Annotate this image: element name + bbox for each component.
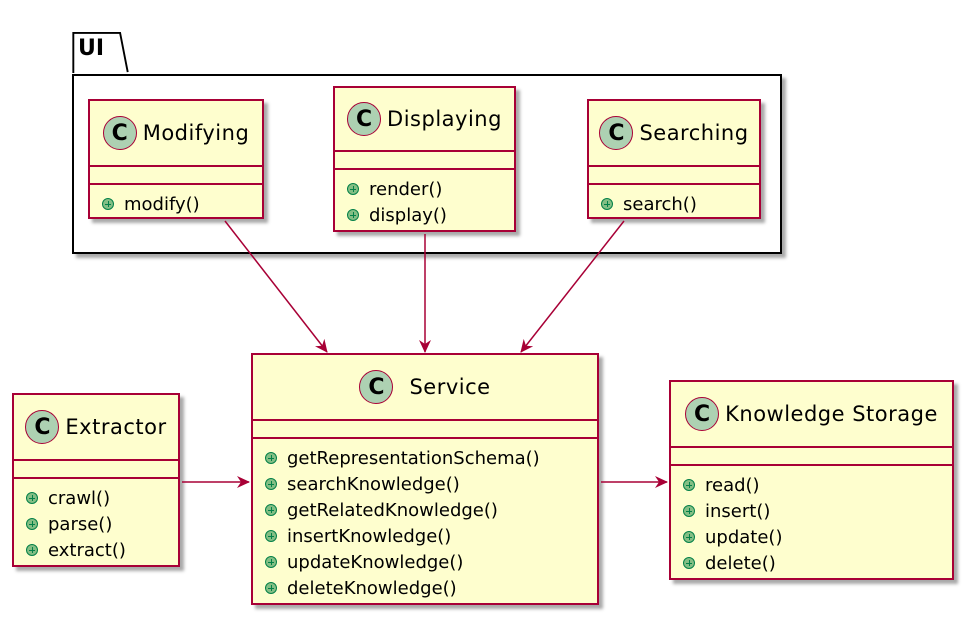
arrow-searching-to-service	[520, 220, 625, 353]
class-name: Searching	[639, 121, 749, 145]
method-item: insert()	[683, 498, 952, 524]
public-method-icon	[265, 530, 277, 542]
method-item: deleteKnowledge()	[265, 575, 597, 601]
class-header: C Modifying	[90, 101, 262, 165]
public-method-icon	[347, 183, 359, 195]
method-item: update()	[683, 524, 952, 550]
public-method-icon	[601, 198, 613, 210]
method-item: search()	[601, 191, 759, 217]
public-method-icon	[265, 452, 277, 464]
method-item: searchKnowledge()	[265, 471, 597, 497]
method-item: parse()	[26, 511, 178, 537]
method-item: getRelatedKnowledge()	[265, 497, 597, 523]
method-item: updateKnowledge()	[265, 549, 597, 575]
class-badge-icon: C	[347, 102, 382, 136]
class-badge-icon: C	[685, 397, 720, 431]
method-list: render() display()	[335, 168, 514, 232]
class-name: Knowledge Storage	[725, 402, 938, 426]
method-item: render()	[347, 176, 514, 202]
class-header: C Service	[253, 355, 597, 419]
class-badge-icon: C	[359, 370, 394, 404]
method-item: getRepresentationSchema()	[265, 445, 597, 471]
method-list: search()	[589, 183, 759, 221]
public-method-icon	[265, 478, 277, 490]
class-name: Extractor	[65, 415, 167, 439]
package-label: UI	[78, 36, 105, 61]
public-method-icon	[683, 505, 695, 517]
package-tab	[72, 32, 129, 74]
class-badge-icon: C	[599, 116, 634, 150]
class-header: C Displaying	[335, 88, 514, 150]
public-method-icon	[26, 492, 38, 504]
public-method-icon	[26, 544, 38, 556]
class-modifying[interactable]: C Modifying modify()	[88, 99, 264, 219]
class-extractor[interactable]: C Extractor crawl() parse() extract()	[12, 393, 180, 567]
class-knowledge-storage[interactable]: C Knowledge Storage read() insert() upda…	[669, 380, 954, 580]
method-item: read()	[683, 472, 952, 498]
class-header: C Knowledge Storage	[671, 382, 952, 446]
method-list: crawl() parse() extract()	[14, 477, 178, 567]
method-list: getRepresentationSchema() searchKnowledg…	[253, 437, 597, 605]
method-item: display()	[347, 202, 514, 228]
method-item: delete()	[683, 550, 952, 576]
public-method-icon	[683, 479, 695, 491]
method-item: insertKnowledge()	[265, 523, 597, 549]
public-method-icon	[26, 518, 38, 530]
method-list: read() insert() update() delete()	[671, 464, 952, 580]
public-method-icon	[683, 531, 695, 543]
class-searching[interactable]: C Searching search()	[587, 99, 761, 219]
public-method-icon	[265, 556, 277, 568]
class-name: Modifying	[142, 121, 250, 145]
public-method-icon	[265, 582, 277, 594]
class-badge-icon: C	[102, 116, 137, 150]
class-displaying[interactable]: C Displaying render() display()	[333, 86, 516, 232]
method-item: crawl()	[26, 485, 178, 511]
arrow-modifying-to-service	[224, 220, 328, 353]
method-list: modify()	[90, 183, 262, 221]
class-name: Displaying	[387, 107, 502, 131]
class-name: Service	[409, 375, 491, 399]
public-method-icon	[102, 198, 114, 210]
public-method-icon	[347, 209, 359, 221]
class-header: C Searching	[589, 101, 759, 165]
method-item: modify()	[102, 191, 262, 217]
method-item: extract()	[26, 537, 178, 563]
class-service[interactable]: C Service getRepresentationSchema() sear…	[251, 353, 599, 605]
public-method-icon	[265, 504, 277, 516]
class-badge-icon: C	[25, 410, 60, 444]
class-header: C Extractor	[14, 395, 178, 459]
public-method-icon	[683, 557, 695, 569]
